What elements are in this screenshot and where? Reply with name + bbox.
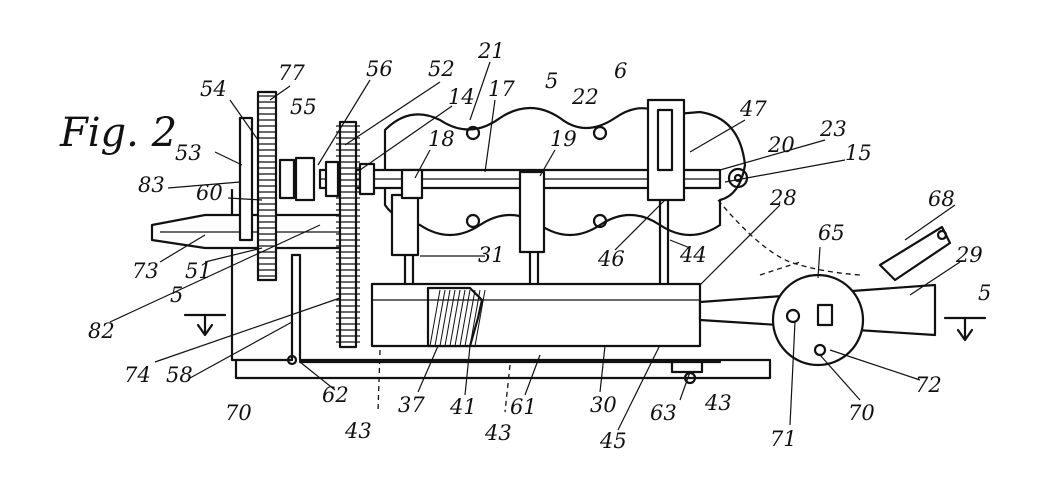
leader-lines (109, 61, 961, 431)
label-21: 21 (477, 39, 505, 63)
label-71: 71 (770, 427, 797, 451)
label-61: 61 (510, 395, 537, 419)
label-53: 53 (175, 141, 202, 165)
label-6: 6 (614, 59, 627, 83)
label-17: 17 (488, 77, 515, 101)
label-19: 19 (550, 127, 577, 151)
base-frame (230, 188, 772, 380)
label-43a: 43 (704, 391, 732, 415)
label-44: 44 (679, 243, 707, 267)
label-55: 55 (290, 95, 317, 119)
label-58: 58 (166, 363, 193, 387)
label-63: 63 (650, 401, 677, 425)
label-51: 51 (185, 259, 212, 283)
label-31: 31 (478, 243, 505, 267)
label-28: 28 (769, 186, 797, 210)
label-29: 29 (955, 243, 983, 267)
label-22: 22 (571, 85, 599, 109)
label-5c: 5 (170, 283, 183, 307)
label-5a: 5 (545, 69, 558, 93)
label-18: 18 (428, 127, 455, 151)
label-30: 30 (590, 393, 617, 417)
label-65: 65 (818, 221, 845, 245)
label-70a: 70 (848, 401, 875, 425)
label-14: 14 (448, 85, 475, 109)
label-46: 46 (597, 247, 625, 271)
label-54: 54 (200, 77, 227, 101)
cylinder (370, 282, 702, 348)
label-82: 82 (88, 319, 115, 343)
gear-wheel-large (238, 90, 278, 282)
label-37: 37 (398, 393, 425, 417)
label-52: 52 (428, 57, 455, 81)
label-62: 62 (322, 383, 349, 407)
reference-numerals: 54 77 56 52 21 17 5 22 6 47 23 20 15 14 … (88, 39, 991, 453)
label-47: 47 (739, 97, 767, 121)
label-77: 77 (278, 61, 305, 85)
label-43b: 43 (344, 419, 372, 443)
label-60: 60 (196, 181, 223, 205)
label-72: 72 (915, 373, 942, 397)
section-markers (183, 313, 987, 342)
label-83: 83 (138, 173, 165, 197)
label-41: 41 (449, 395, 477, 419)
label-15: 15 (845, 141, 872, 165)
label-73: 73 (132, 259, 159, 283)
label-56: 56 (366, 57, 393, 81)
label-45: 45 (599, 429, 627, 453)
label-23: 23 (819, 117, 847, 141)
label-70b: 70 (225, 401, 252, 425)
label-43c: 43 (484, 421, 512, 445)
tube-and-disc (698, 199, 952, 367)
shaft-hubs (278, 156, 376, 202)
center-lines (377, 349, 511, 413)
label-74: 74 (124, 363, 151, 387)
figure-title: Fig. 2 (59, 110, 177, 156)
spur-gear (336, 120, 360, 349)
label-20: 20 (767, 133, 795, 157)
label-68: 68 (928, 187, 955, 211)
label-5b: 5 (978, 281, 991, 305)
